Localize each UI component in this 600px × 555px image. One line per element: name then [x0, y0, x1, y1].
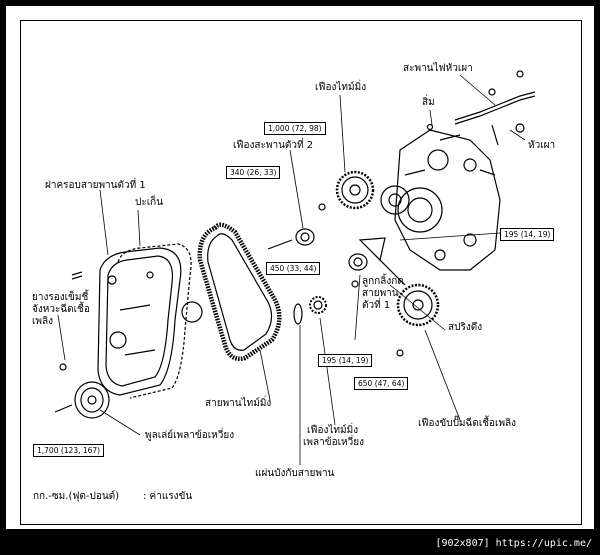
grommet-and-bolt	[59, 271, 83, 371]
torque-box-1000: 1,000 (72, 98)	[264, 122, 326, 135]
label-crank-timing-gear-line2: เพลาข้อเหวี่ยง	[303, 437, 364, 448]
torque-box-195-idler: 195 (14, 19)	[318, 354, 373, 367]
label-crankshaft-pulley: พูลเล่ย์เพลาข้อเหวี่ยง	[145, 430, 235, 441]
torque-box-450: 450 (33, 44)	[266, 262, 321, 275]
label-nut: สิ่ม	[422, 97, 435, 108]
label-timing-belt-cover: ฝาครอบสายพานตัวที่ 1	[45, 180, 146, 191]
legend-description: : ค่าแรงขัน	[143, 491, 193, 502]
label-grommet-line3: เพลิง	[32, 316, 54, 327]
crankshaft-pulley	[54, 381, 110, 419]
footer-source-text: [902x807] https://upic.me/	[435, 538, 592, 549]
glow-plug-bar	[426, 70, 536, 146]
diagram-inner-border	[20, 20, 582, 525]
label-guide-plate: แผ่นบังกับสายพาน	[255, 468, 335, 479]
torque-box-1700: 1,700 (123, 167)	[33, 444, 105, 457]
label-grommet-line2: จังหวะฉีดเชื้อ	[32, 304, 90, 315]
engine-block	[380, 129, 501, 271]
label-injection-pump-gear: เฟืองขับปั๊มฉีดเชื้อเพลิง	[418, 418, 517, 429]
timing-belt-cover	[97, 247, 182, 396]
timing-belt	[197, 222, 282, 361]
label-timing-belt: สายพานไทม์มิ่ง	[205, 398, 272, 409]
leader-lines	[57, 74, 526, 465]
label-glow-plug: หัวเผา	[528, 140, 556, 151]
label-idler-pulley-1-line2: สายพาน	[362, 288, 399, 299]
label-glow-plug-bar: สะพานไฟหัวเผา	[403, 63, 473, 74]
gasket	[117, 243, 203, 399]
crank-timing-gear	[293, 296, 327, 325]
idler-pulley-1	[348, 237, 406, 288]
label-crank-timing-gear-line1: เฟืองไทม์มิ่ง	[307, 425, 359, 436]
label-idler-pulley-2: เฟืองสะพานตัวที่ 2	[233, 140, 314, 151]
label-grommet-line1: ยางรองเข็มชี้	[32, 292, 89, 303]
label-idler-pulley-1-line3: ตัวที่ 1	[362, 300, 391, 311]
legend-units: กก.-ซม.(ฟุต-ปอนด์)	[33, 491, 120, 502]
label-idler-pulley-1-line1: ลูกกลิ้งกด	[362, 276, 404, 287]
torque-box-340: 340 (26, 33)	[226, 166, 281, 179]
torque-box-195-tensioner: 195 (14, 19)	[500, 228, 555, 241]
label-tension-spring: สปริงดึง	[448, 322, 483, 333]
cam-timing-gear	[318, 170, 375, 211]
footer-bar: [902x807] https://upic.me/	[0, 535, 600, 555]
label-gasket: ปะเก็น	[135, 197, 164, 208]
idler-pulley-2	[267, 228, 315, 250]
label-cam-timing-gear: เฟืองไทม์มิ่ง	[315, 82, 367, 93]
injection-pump-gear	[396, 283, 440, 357]
torque-box-650: 650 (47, 64)	[354, 377, 409, 390]
